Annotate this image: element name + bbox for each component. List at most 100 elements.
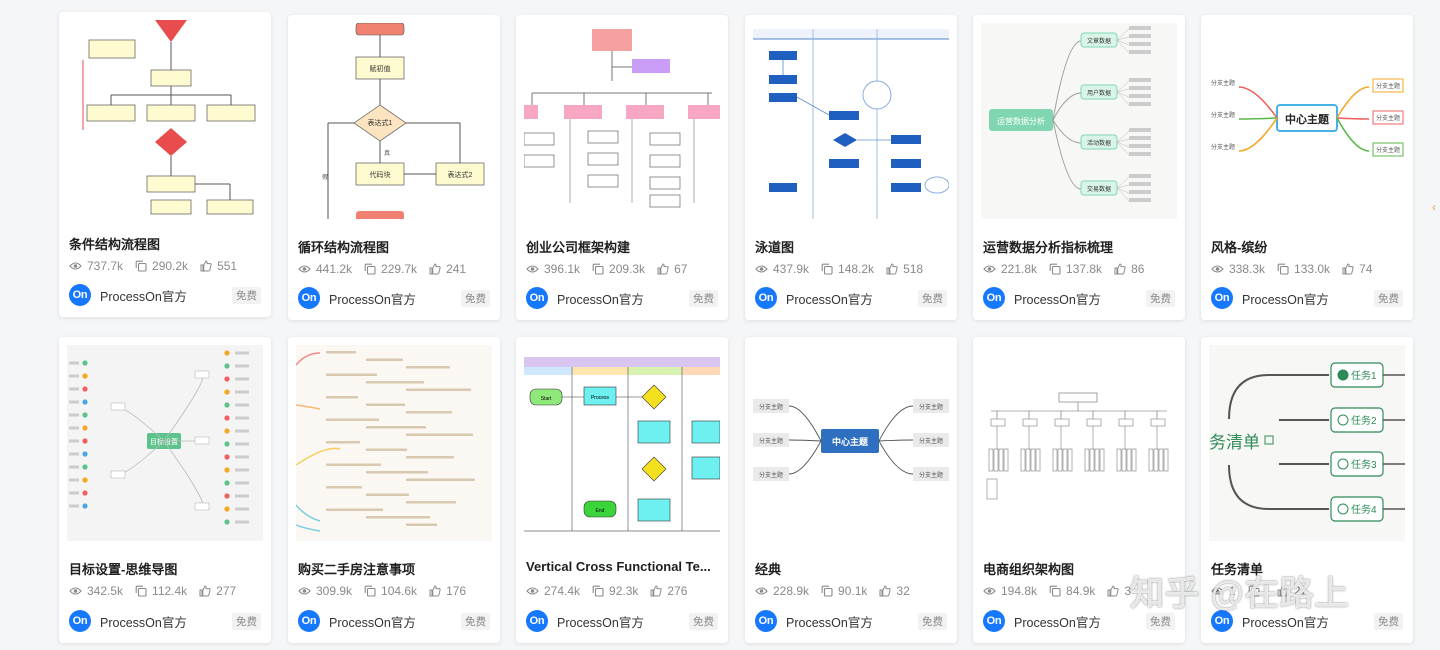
template-thumbnail[interactable]: 运营数据分析文章数据用户数据活动数据交易数据 [981, 23, 1177, 219]
avatar[interactable]: On [983, 610, 1005, 632]
author-name[interactable]: ProcessOn官方 [1242, 292, 1329, 307]
avatar[interactable]: On [526, 610, 548, 632]
copies-stat [1248, 585, 1265, 597]
views-count: 437.9k [773, 262, 810, 276]
avatar[interactable]: On [755, 287, 777, 309]
avatar[interactable]: On [983, 287, 1005, 309]
template-title[interactable]: 创业公司框架构建 [526, 240, 631, 255]
diagram-preview [524, 29, 720, 208]
template-title[interactable]: 电商组织架构图 [983, 562, 1075, 577]
template-title[interactable]: 循环结构流程图 [298, 240, 390, 255]
diagram-shape [989, 109, 1053, 131]
diagram-shape [110, 402, 126, 411]
author-name[interactable]: ProcessOn官方 [557, 615, 644, 630]
template-title[interactable]: 目标设置-思维导图 [69, 562, 178, 577]
template-title[interactable]: 经典 [755, 562, 782, 577]
avatar[interactable]: On [526, 287, 548, 309]
template-title[interactable]: 条件结构流程图 [69, 237, 161, 252]
diagram-shape [235, 364, 249, 368]
template-title[interactable]: Vertical Cross Functional Te... [526, 559, 711, 574]
diagram-shape [769, 93, 797, 102]
author-name[interactable]: ProcessOn官方 [329, 292, 416, 307]
author-name[interactable]: ProcessOn官方 [100, 615, 187, 630]
template-thumbnail[interactable] [753, 23, 949, 219]
diagram-shape [1372, 78, 1404, 93]
diagram-shape [1022, 418, 1038, 427]
views-count: 737.7k [87, 259, 124, 273]
author-name[interactable]: ProcessOn官方 [100, 289, 187, 304]
author-name[interactable]: ProcessOn官方 [1014, 292, 1101, 307]
template-thumbnail[interactable] [296, 345, 492, 541]
diagram-shape [82, 360, 88, 366]
template-thumbnail[interactable] [524, 23, 720, 219]
diagram-shape [1148, 448, 1154, 472]
diagram-shape [224, 454, 230, 460]
diagram-shape [146, 175, 196, 193]
author-name[interactable]: ProcessOn官方 [1242, 615, 1329, 630]
author-name[interactable]: ProcessOn官方 [786, 292, 873, 307]
template-title[interactable]: 购买二手房注意事项 [298, 562, 416, 577]
avatar[interactable]: On [69, 284, 91, 306]
template-thumbnail[interactable] [67, 20, 263, 216]
avatar[interactable]: On [1211, 610, 1233, 632]
diagram-preview [753, 29, 949, 219]
diagram-shape [1337, 414, 1349, 426]
thumbs-up-icon [199, 585, 211, 597]
free-badge: 免费 [1374, 612, 1403, 630]
avatar[interactable]: On [755, 610, 777, 632]
diagram-shape [296, 447, 341, 466]
template-title[interactable]: 任务清单 [1211, 562, 1264, 577]
author-name[interactable]: ProcessOn官方 [786, 615, 873, 630]
diagram-shape [1094, 448, 1100, 472]
likes-stat: 241 [429, 262, 466, 276]
avatar[interactable]: On [69, 610, 91, 632]
avatar[interactable]: On [298, 287, 320, 309]
diagram-preview [986, 392, 1169, 500]
template-thumbnail[interactable] [981, 345, 1177, 541]
copies-count: 148.2k [838, 262, 875, 276]
template-author[interactable]: On ProcessOn官方 免费 [1211, 610, 1403, 632]
diagram-label: 分支主题 [759, 403, 783, 411]
likes-count: 276 [667, 584, 688, 598]
avatar[interactable]: On [1211, 287, 1233, 309]
template-thumbnail[interactable]: 目标设置 [67, 345, 263, 541]
author-name[interactable]: ProcessOn官方 [329, 615, 416, 630]
avatar[interactable]: On [298, 610, 320, 632]
template-title[interactable]: 风格-缤纷 [1211, 240, 1268, 255]
author-name[interactable]: ProcessOn官方 [557, 292, 644, 307]
template-thumbnail[interactable]: 中心主题分支主题分支主题分支主题分支主题分支主题分支主题 [1209, 23, 1405, 219]
template-title[interactable]: 运营数据分析指标梳理 [983, 240, 1114, 255]
template-title[interactable]: 泳道图 [755, 240, 795, 255]
diagram-shape [326, 396, 358, 399]
author-name[interactable]: ProcessOn官方 [1014, 615, 1101, 630]
template-thumbnail[interactable]: 中心主题分支主题分支主题分支主题分支主题分支主题分支主题 [753, 345, 949, 541]
